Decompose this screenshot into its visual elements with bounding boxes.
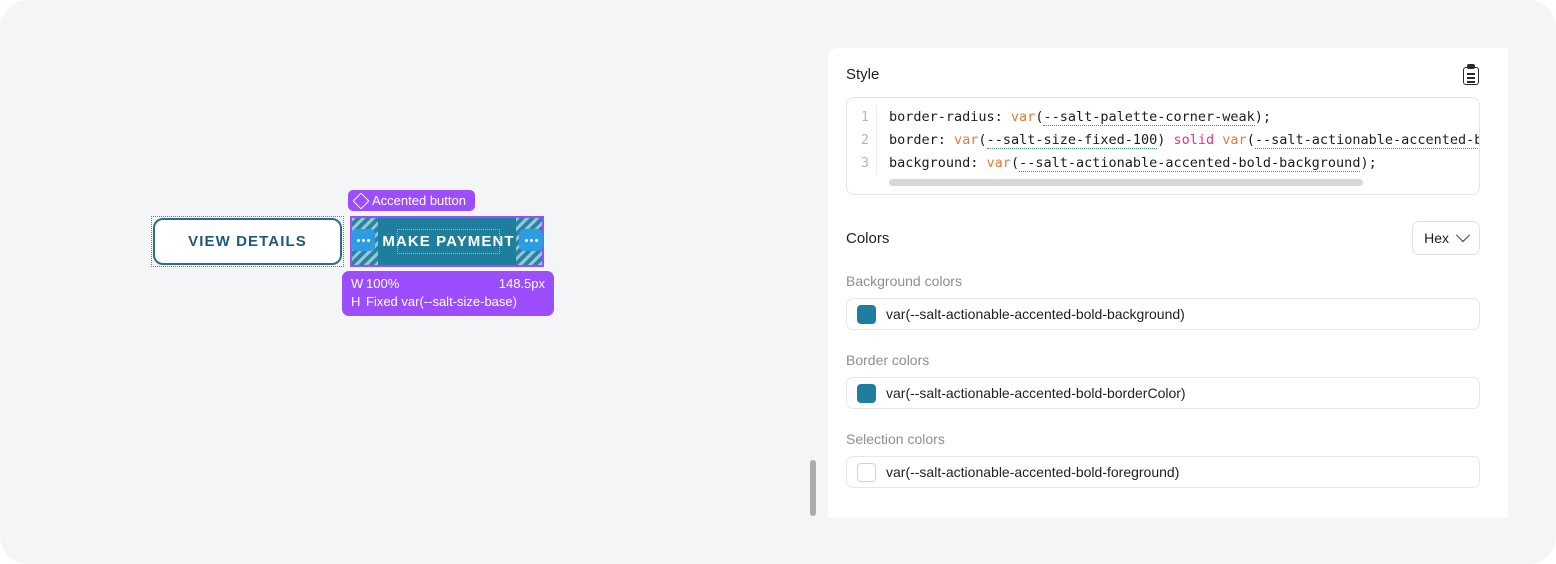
view-details-button-wrapper[interactable]: VIEW DETAILS bbox=[151, 216, 344, 267]
background-color-field[interactable]: var(--salt-actionable-accented-bold-back… bbox=[846, 298, 1480, 330]
border-color-value: var(--salt-actionable-accented-bold-bord… bbox=[886, 385, 1186, 401]
component-name-badge[interactable]: Accented button bbox=[348, 190, 475, 211]
line-number: 2 bbox=[860, 132, 869, 148]
selection-outline bbox=[350, 216, 544, 267]
color-format-value: Hex bbox=[1424, 230, 1449, 246]
clipboard-line bbox=[1467, 81, 1475, 83]
colors-section-title: Colors bbox=[846, 229, 890, 247]
diamond-icon bbox=[352, 192, 370, 209]
code-horizontal-scrollbar[interactable] bbox=[889, 179, 1363, 186]
dot bbox=[524, 238, 528, 242]
make-payment-label: MAKE PAYMENT bbox=[382, 229, 514, 254]
clipboard-clip bbox=[1467, 64, 1475, 69]
colors-section-header: Colors Hex bbox=[846, 221, 1480, 255]
size-tooltip: W 100% 148.5px H Fixed var(--salt-size-b… bbox=[342, 271, 554, 316]
size-tooltip-height-row: H Fixed var(--salt-size-base) bbox=[342, 293, 554, 311]
style-code-editor[interactable]: 1 2 3 border-radius: var(--salt-palette-… bbox=[846, 97, 1480, 195]
width-value: 100% bbox=[366, 276, 400, 291]
style-section-header: Style bbox=[846, 64, 1480, 85]
clipboard-line bbox=[1467, 73, 1475, 75]
background-color-swatch[interactable] bbox=[857, 304, 876, 324]
background-color-value: var(--salt-actionable-accented-bold-back… bbox=[886, 306, 1185, 322]
dot bbox=[356, 238, 360, 242]
border-colors-label: Border colors bbox=[846, 352, 930, 368]
clipboard-line bbox=[1467, 77, 1475, 79]
line-number: 3 bbox=[860, 155, 869, 171]
width-computed: 148.5px bbox=[498, 276, 545, 291]
selection-colors-label: Selection colors bbox=[846, 431, 945, 447]
selection-color-swatch[interactable] bbox=[857, 462, 876, 482]
size-tooltip-width-row: W 100% 148.5px bbox=[342, 275, 554, 293]
clipboard-icon[interactable] bbox=[1462, 64, 1480, 85]
inspector-panel: Style 1 2 3 bor bbox=[828, 48, 1508, 518]
height-value: Fixed var(--salt-size-base) bbox=[366, 294, 517, 309]
dot bbox=[361, 238, 365, 242]
selection-color-value: var(--salt-actionable-accented-bold-fore… bbox=[886, 464, 1180, 480]
code-line-2: border: var(--salt-size-fixed-100) solid… bbox=[889, 129, 1479, 152]
ellipsis-handle-left[interactable] bbox=[351, 229, 375, 251]
code-line-3: background: var(--salt-actionable-accent… bbox=[889, 155, 1377, 172]
view-details-button[interactable]: VIEW DETAILS bbox=[153, 218, 342, 265]
color-format-select[interactable]: Hex bbox=[1412, 221, 1480, 255]
background-colors-label: Background colors bbox=[846, 273, 962, 289]
height-key: H bbox=[351, 294, 361, 309]
code-content[interactable]: border-radius: var(--salt-palette-corner… bbox=[877, 106, 1479, 175]
code-line-1: border-radius: var(--salt-palette-corner… bbox=[889, 109, 1272, 126]
dot bbox=[529, 238, 533, 242]
line-number: 1 bbox=[860, 109, 869, 125]
chevron-down-icon bbox=[1455, 228, 1471, 243]
width-key: W bbox=[351, 276, 364, 291]
style-section-title: Style bbox=[846, 66, 880, 83]
make-payment-button[interactable]: MAKE PAYMENT bbox=[352, 218, 542, 265]
border-color-swatch[interactable] bbox=[857, 383, 876, 403]
line-number-gutter: 1 2 3 bbox=[847, 106, 877, 175]
design-canvas[interactable]: VIEW DETAILS Accented button MAKE PAYMEN… bbox=[0, 0, 828, 564]
component-name-label: Accented button bbox=[372, 193, 466, 208]
ellipsis-handle-right[interactable] bbox=[519, 229, 543, 251]
dot bbox=[366, 238, 370, 242]
dot bbox=[534, 238, 538, 242]
panel-vertical-scrollbar[interactable] bbox=[810, 460, 816, 516]
make-payment-button-wrapper[interactable]: MAKE PAYMENT bbox=[350, 216, 544, 267]
view-details-hover-outline bbox=[151, 216, 344, 267]
selection-color-field[interactable]: var(--salt-actionable-accented-bold-fore… bbox=[846, 456, 1480, 488]
border-color-field[interactable]: var(--salt-actionable-accented-bold-bord… bbox=[846, 377, 1480, 409]
